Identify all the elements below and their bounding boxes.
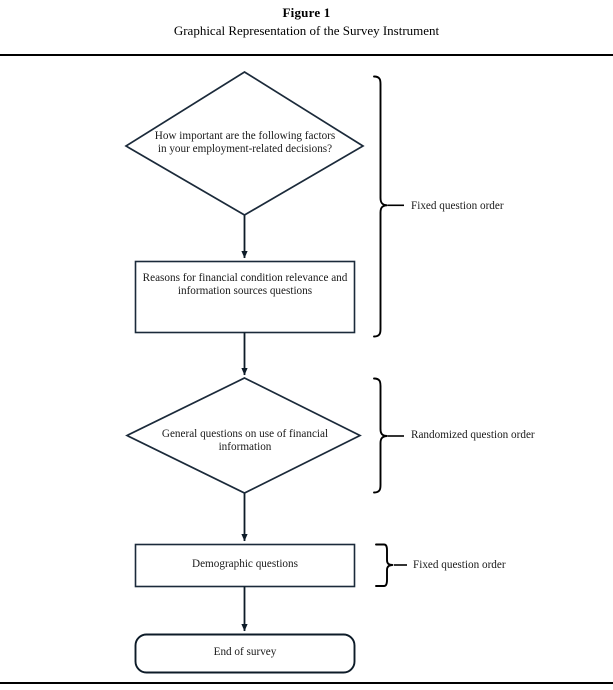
bracket-fixed-1 [373, 75, 388, 338]
figure-number: Figure 1 [282, 5, 331, 20]
bracket-label-randomized: Randomized question order [411, 429, 535, 441]
bracket-label-fixed-2: Fixed question order [413, 559, 506, 571]
bracket-fixed-2 [375, 543, 394, 587]
header-divider-top [0, 54, 613, 56]
rect-demographic-questions [134, 543, 356, 588]
diamond-question-importance [124, 70, 365, 216]
figure-subtitle: Graphical Representation of the Survey I… [173, 23, 440, 38]
figure-header: Figure 1 Graphical Representation of the… [0, 0, 613, 39]
rect-reasons-relevance [134, 260, 356, 334]
footer-divider-bottom [0, 682, 613, 684]
bracket-label-fixed-1: Fixed question order [411, 200, 504, 212]
rounded-rect-end-of-survey [134, 633, 356, 674]
bracket-randomized [373, 377, 388, 494]
diamond-general-questions [125, 377, 362, 494]
